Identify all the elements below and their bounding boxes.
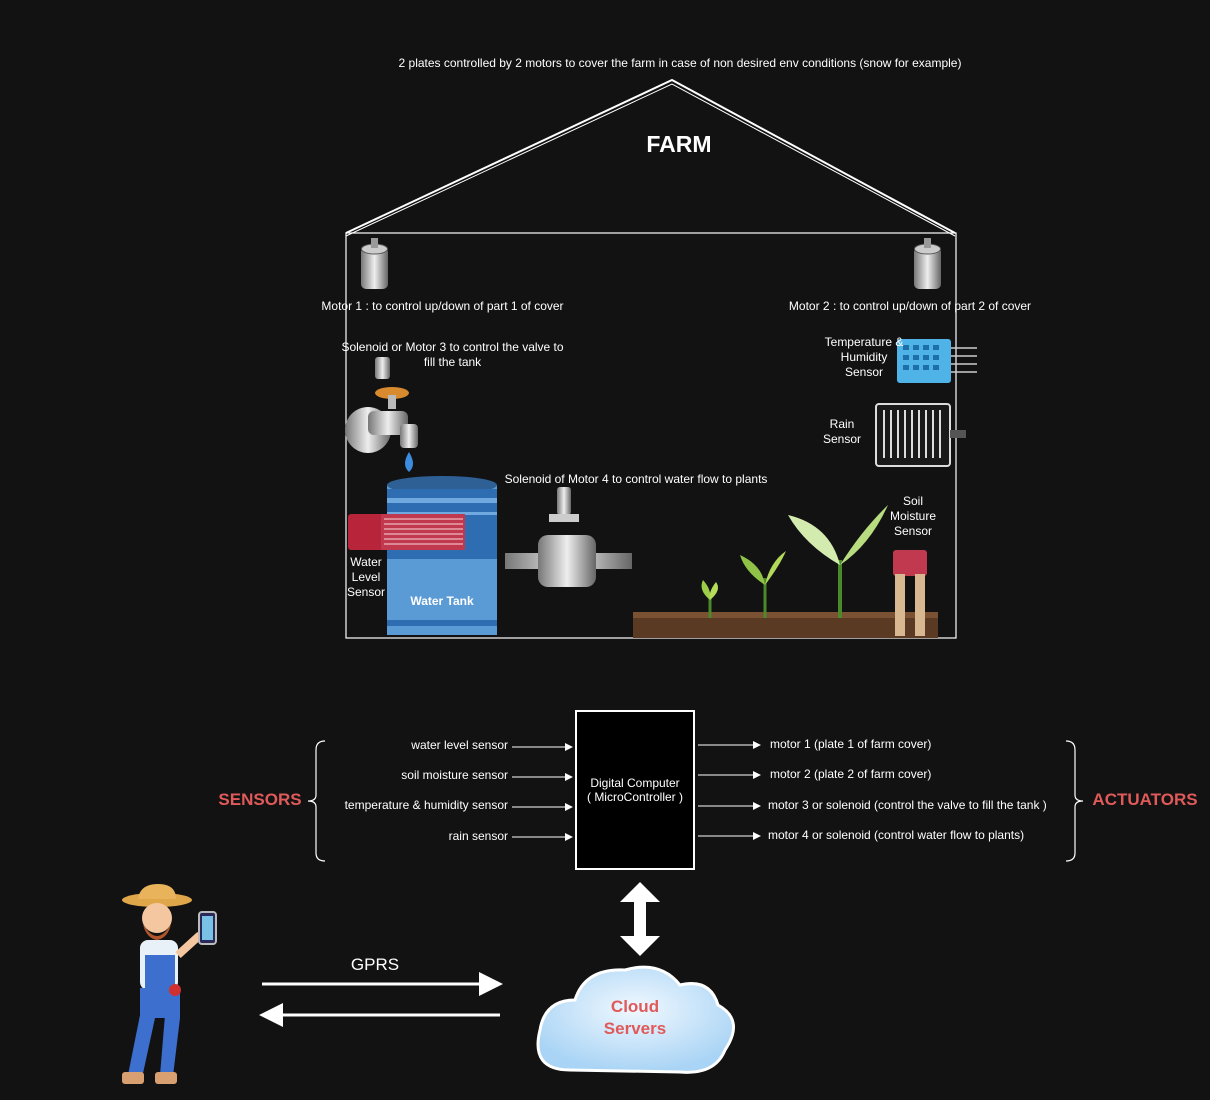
soil-bed-icon [633,612,938,638]
sensor-label-3: temperature & humidity sensor [344,798,508,812]
cloud-line-1: Cloud [610,997,660,1016]
cloud-line-2: Servers [603,1019,667,1038]
farmer-icon [122,884,217,1084]
sensor-label-2: soil moisture sensor [401,768,508,782]
actuator-label-3: motor 3 or solenoid (control the valve t… [768,798,1047,812]
top-note: 2 plates controlled by 2 motors to cover… [398,56,962,70]
solenoid-3-label: Solenoid or Motor 3 to control the valve… [341,340,564,369]
actuator-label-1: motor 1 (plate 1 of farm cover) [770,737,932,751]
temperature-humidity-sensor-icon [897,339,977,383]
actuators-heading: ACTUATORS [1092,790,1198,809]
sensors-heading: SENSORS [218,790,302,809]
controller-line-2: ( MicroController ) [586,790,683,804]
cloud-servers-label: Cloud Servers [560,996,710,1040]
gprs-label: GPRS [350,955,400,974]
motor-1-icon [361,238,388,289]
sensors-brace [307,740,326,862]
sensor-label-4: rain sensor [448,829,508,843]
plants-icon [701,505,888,618]
actuator-label-4: motor 4 or solenoid (control water flow … [768,828,1025,842]
rain-sensor-icon [875,403,966,467]
controller-line-1: Digital Computer [590,776,680,790]
motor-1-label: Motor 1 : to control up/down of part 1 o… [321,299,564,313]
cloud-icon [536,965,735,1074]
water-level-sensor-label: Water Level Sensor [346,555,386,599]
microcontroller-box: Digital Computer ( MicroController ) [575,710,695,870]
actuator-label-2: motor 2 (plate 2 of farm cover) [770,767,932,781]
sensor-label-1: water level sensor [411,738,508,752]
solenoid-3-icon [375,357,390,379]
water-tank-label: Water Tank [410,594,474,608]
water-level-sensor-icon [348,514,465,550]
controller-cloud-arrow [620,882,660,956]
farm-title: FARM [646,131,712,157]
soil-moisture-sensor-label: Soil Moisture Sensor [889,494,936,538]
temp-humidity-sensor-label: Temperature & Humidity Sensor [824,335,904,379]
solenoid-4-label: Solenoid of Motor 4 to control water flo… [504,472,768,486]
rain-sensor-label: Rain Sensor [822,417,862,446]
soil-moisture-sensor-icon [893,550,927,636]
actuators-brace [1065,740,1084,862]
faucet-icon [345,387,418,472]
solenoid-4-valve-icon [505,487,632,587]
water-tank-icon [387,476,497,635]
motor-2-icon [914,238,941,289]
motor-2-label: Motor 2 : to control up/down of part 2 o… [788,299,1032,313]
